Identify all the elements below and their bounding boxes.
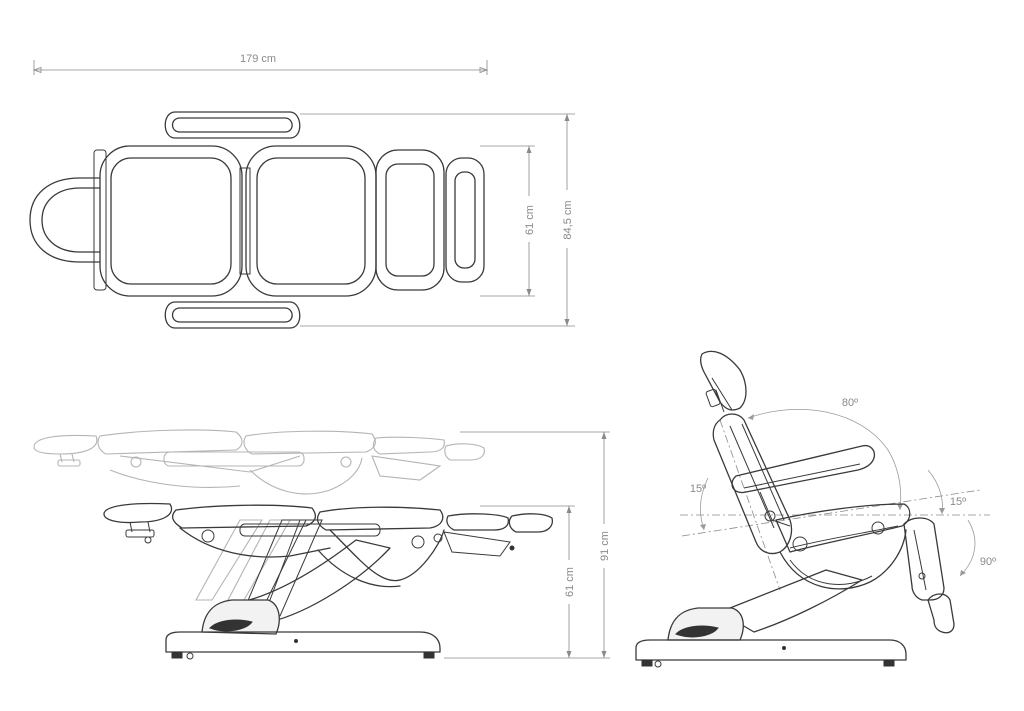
tilt-angle-left-label: 15º xyxy=(690,483,706,495)
tilt-angle-right-label: 15º xyxy=(950,496,966,508)
backrest-cushion-top xyxy=(99,145,243,297)
seat-width-dimension: 61 cm xyxy=(480,145,538,297)
lowered-chair xyxy=(103,502,554,588)
side-view-height: 91 cm 61 cm xyxy=(33,429,613,660)
raised-position-ghost xyxy=(33,429,485,495)
frame-side xyxy=(719,529,907,633)
armrest-side xyxy=(731,444,876,527)
armrests-top xyxy=(164,111,301,329)
min-height-label: 61 cm xyxy=(564,567,576,597)
length-dimension-label: 179 cm xyxy=(240,53,276,65)
angle-arcs xyxy=(700,408,976,577)
chair-base-angles xyxy=(635,607,907,668)
backrest-side xyxy=(712,413,793,555)
tilt-reference xyxy=(681,489,981,537)
chair-base-side xyxy=(165,599,441,660)
legrest-side xyxy=(903,517,955,634)
legrest-top xyxy=(375,149,445,291)
headrest-side xyxy=(700,350,747,413)
seat-side xyxy=(775,503,911,553)
side-view-angles: 80º 15º 15º 90º xyxy=(635,350,996,668)
backrest-reference xyxy=(719,419,781,591)
top-view: 179 cm xyxy=(29,53,576,329)
legrest-angle-label: 90º xyxy=(980,556,996,568)
overall-width-label: 84,5 cm xyxy=(562,200,574,239)
backrest-angle-label: 80º xyxy=(842,397,858,409)
seat-width-label: 61 cm xyxy=(524,205,536,235)
footrest-top xyxy=(445,157,485,283)
max-height-label: 91 cm xyxy=(599,531,611,561)
length-dimension: 179 cm xyxy=(32,53,489,75)
overall-width-dimension: 84,5 cm xyxy=(300,113,576,327)
height-dimensions: 91 cm 61 cm xyxy=(444,431,613,659)
seat-cushion-top xyxy=(239,145,377,297)
headrest-top xyxy=(29,149,107,291)
